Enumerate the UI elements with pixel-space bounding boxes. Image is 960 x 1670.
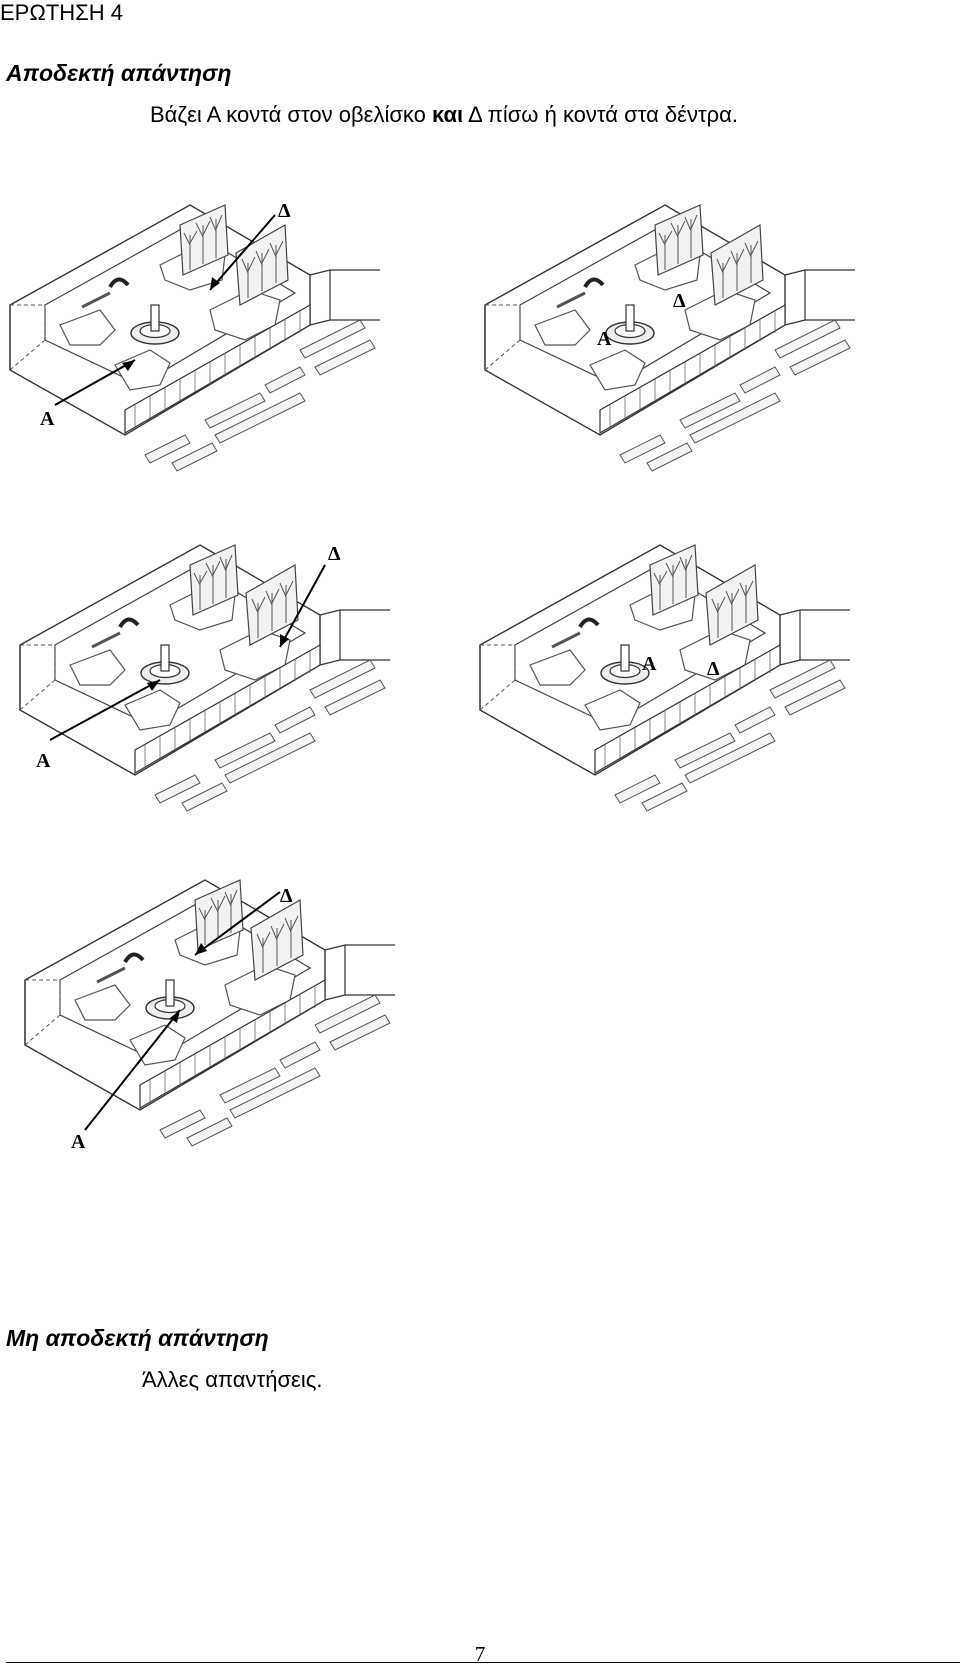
unacceptable-answer-text: Άλλες απαντήσεις. bbox=[142, 1367, 323, 1392]
figure-3-label-a: A bbox=[36, 750, 51, 772]
acceptable-text-pre: Βάζει Α κοντά στον οβελίσκο bbox=[150, 102, 432, 127]
figure-3-label-d: Δ bbox=[328, 543, 341, 565]
park-figure-4: A Δ bbox=[470, 535, 910, 855]
figure-2-label-d: Δ bbox=[673, 290, 686, 312]
question-title: ΕΡΩΤΗΣΗ 4 bbox=[0, 0, 123, 25]
figure-4-label-a: A bbox=[642, 653, 657, 675]
unacceptable-answer-heading: Μη αποδεκτή απάντηση bbox=[6, 1325, 269, 1351]
figure-2-label-a: A bbox=[597, 328, 612, 350]
acceptable-answer-heading: Αποδεκτή απάντηση bbox=[6, 60, 232, 86]
acceptable-text-post: Δ πίσω ή κοντά στα δέντρα. bbox=[463, 102, 738, 127]
park-figure-1: Δ A bbox=[0, 195, 440, 515]
acceptable-answer-text: Βάζει Α κοντά στον οβελίσκο και Δ πίσω ή… bbox=[150, 102, 738, 128]
footer-rule bbox=[6, 1662, 960, 1663]
park-figure-5: Δ A bbox=[15, 870, 455, 1190]
figure-5-label-d: Δ bbox=[280, 885, 293, 907]
figure-1-label-a: A bbox=[40, 408, 55, 430]
park-figure-2: Δ A bbox=[475, 195, 915, 515]
park-figure-3: Δ A bbox=[10, 535, 450, 855]
acceptable-text-bold: και bbox=[431, 102, 464, 127]
figure-1-label-d: Δ bbox=[278, 200, 291, 222]
figure-5-label-a: A bbox=[71, 1131, 86, 1153]
figure-4-label-d: Δ bbox=[707, 658, 720, 680]
page-number: 7 bbox=[474, 1642, 486, 1666]
